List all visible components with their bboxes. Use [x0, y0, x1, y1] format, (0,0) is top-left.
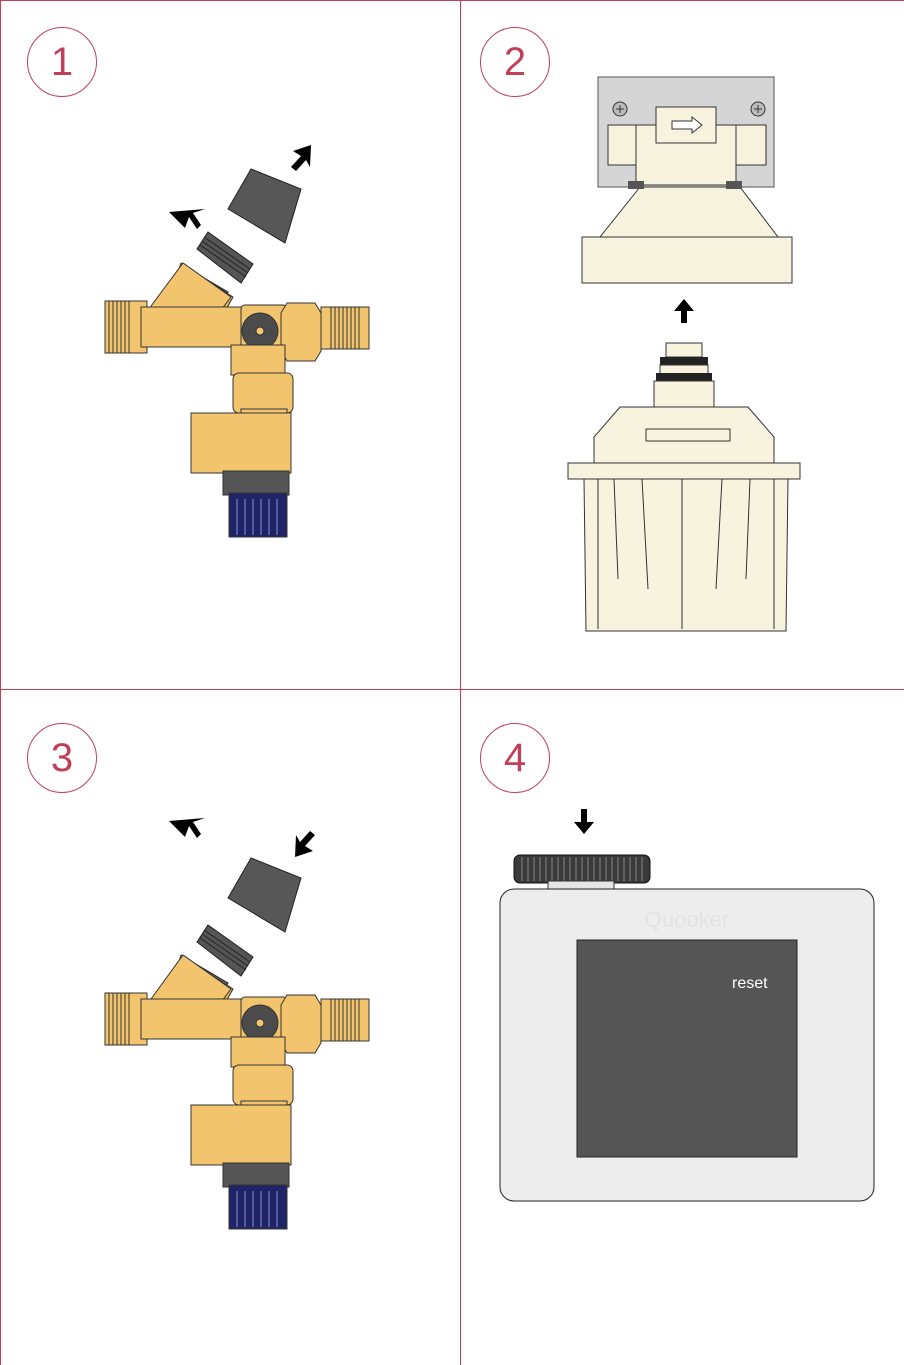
reset-label: reset [732, 975, 768, 993]
cap-shape [228, 169, 301, 243]
panel-step-2: 2 [460, 0, 904, 690]
device-illustration [460, 689, 904, 1365]
arrow-up-icon [674, 299, 694, 323]
arrow-in-icon [169, 209, 205, 229]
device-panel [577, 940, 797, 1157]
filter-illustration [460, 1, 904, 691]
panel-step-4: 4 Quooker reset [460, 689, 904, 1365]
arrow-down-icon [574, 809, 594, 834]
valve-illustration-close [1, 689, 462, 1365]
panel-step-3: 3 [0, 689, 461, 1365]
valve-illustration-open [1, 1, 462, 691]
arrow-in-icon [169, 818, 205, 838]
arrow-in-cap-icon [295, 831, 315, 857]
panel-step-1: 1 [0, 0, 461, 690]
arrow-out-icon [291, 145, 311, 171]
valve-body [105, 263, 369, 537]
brand-logo: Quooker [632, 907, 742, 933]
